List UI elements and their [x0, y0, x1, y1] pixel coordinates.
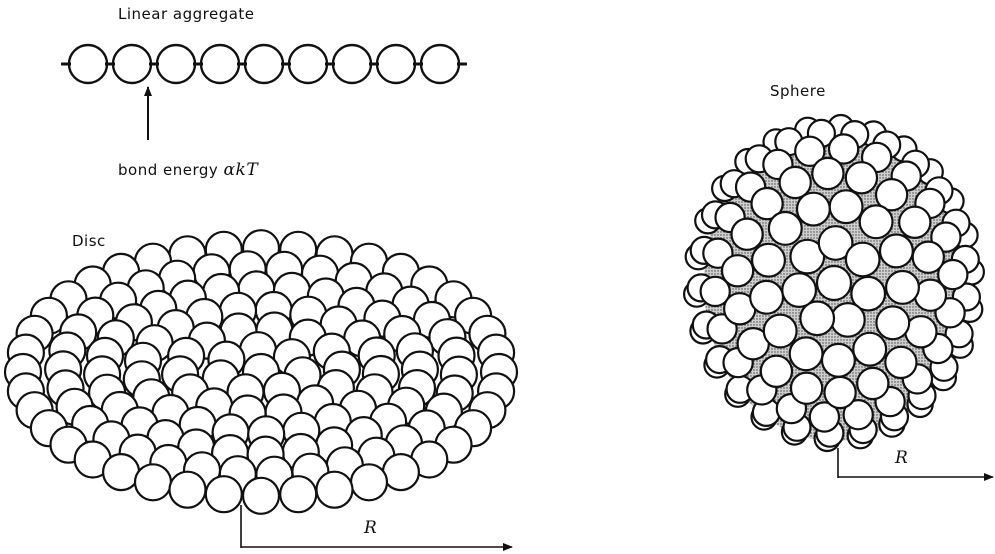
- sphere-bead: [846, 243, 880, 277]
- linear-bead: [201, 45, 239, 83]
- disc-bead: [280, 476, 316, 512]
- sphere-bead: [899, 207, 930, 238]
- sphere-bead: [769, 212, 802, 245]
- sphere-bead: [876, 306, 909, 339]
- sphere-bead: [830, 190, 863, 223]
- disc-bead: [206, 476, 242, 512]
- linear-bead: [289, 45, 327, 83]
- sphere-bead: [831, 303, 865, 337]
- bond-energy-text: bond energy: [118, 161, 218, 179]
- linear-bead: [333, 45, 371, 83]
- linear-bead: [421, 45, 459, 83]
- sphere-bead: [752, 244, 785, 277]
- sphere-aggregate: [684, 115, 984, 451]
- linear-bead: [157, 45, 195, 83]
- linear-aggregate-title: Linear aggregate: [118, 5, 255, 23]
- linear-bead: [377, 45, 415, 83]
- bond-energy-symbol: αkT: [224, 160, 259, 180]
- disc-title: Disc: [72, 232, 106, 250]
- sphere-bead: [857, 368, 888, 399]
- sphere-radius-arrow: [838, 448, 993, 478]
- bond-energy-label: bond energy αkT: [118, 160, 258, 180]
- linear-bead: [69, 45, 107, 83]
- sphere-bead: [853, 333, 886, 366]
- sphere-bead: [822, 344, 855, 377]
- disc-bead: [170, 472, 206, 508]
- sphere-bead: [797, 193, 830, 226]
- sphere-bead: [782, 273, 816, 307]
- disc-bead: [317, 472, 353, 508]
- sphere-bead: [764, 315, 797, 348]
- linear-aggregate-chain: [61, 45, 467, 83]
- sphere-bead: [885, 347, 916, 378]
- sphere-bead: [790, 337, 823, 370]
- disc-bead: [383, 454, 419, 490]
- sphere-bead: [722, 255, 753, 286]
- sphere-bead: [825, 377, 856, 408]
- linear-bead: [113, 45, 151, 83]
- sphere-title: Sphere: [770, 82, 826, 100]
- sphere-bead: [886, 271, 919, 304]
- sphere-bead: [812, 158, 843, 189]
- sphere-bead: [846, 162, 877, 193]
- sphere-bead: [750, 281, 783, 314]
- sphere-bead: [860, 205, 893, 238]
- sphere-bead: [761, 356, 792, 387]
- sphere-bead: [913, 242, 944, 273]
- disc-bead: [135, 464, 171, 500]
- disc-aggregate: [5, 230, 517, 514]
- disc-bead: [351, 464, 387, 500]
- sphere-bead: [732, 219, 763, 250]
- disc-radius-label: R: [364, 518, 377, 538]
- sphere-radius-label: R: [895, 448, 908, 468]
- disc-bead: [243, 478, 279, 514]
- linear-bead: [245, 45, 283, 83]
- sphere-bead: [880, 235, 913, 268]
- disc-bead: [103, 454, 139, 490]
- sphere-bead: [791, 373, 822, 404]
- sphere-bead: [817, 266, 851, 300]
